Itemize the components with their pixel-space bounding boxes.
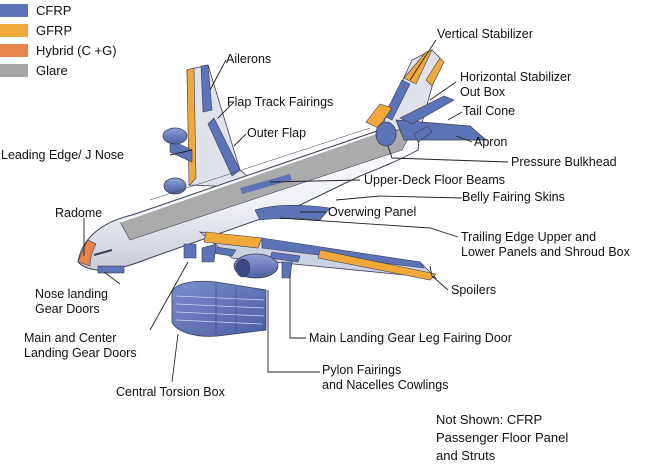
- legend-label: Glare: [36, 62, 68, 78]
- label-belly-fairing-skins: Belly Fairing Skins: [462, 190, 565, 204]
- label-spoilers: Spoilers: [451, 283, 497, 297]
- label-outer-flap: Outer Flap: [247, 126, 307, 140]
- tail: [365, 49, 488, 147]
- legend: CFRP GFRP Hybrid (C +G) Glare: [0, 0, 117, 80]
- leader-lines: [83, 39, 509, 383]
- label-line: Lower Panels and Shroud Box: [461, 245, 630, 259]
- label-line: Main and Center: [24, 331, 117, 345]
- label-pylon-fairings-nacelles: Pylon Fairings and Nacelles Cowlings: [322, 363, 448, 393]
- label-line: Out Box: [460, 85, 506, 99]
- label-line: Gear Doors: [35, 302, 100, 316]
- note-line: and Struts: [436, 448, 496, 463]
- label-vertical-stabilizer: Vertical Stabilizer: [437, 27, 533, 41]
- legend-item-gfrp: GFRP: [0, 20, 117, 40]
- label-upper-deck-floor-beams: Upper-Deck Floor Beams: [364, 173, 506, 187]
- legend-item-glare: Glare: [0, 60, 117, 80]
- legend-item-cfrp: CFRP: [0, 0, 117, 20]
- label-trailing-edge: Trailing Edge Upper and Lower Panels and…: [461, 230, 630, 260]
- label-nose-landing-gear-doors: Nose landing Gear Doors: [35, 287, 108, 317]
- legend-swatch-cfrp: [0, 3, 28, 17]
- far-wing: [162, 64, 264, 195]
- not-shown-note: Not Shown: CFRP Passenger Floor Panel an…: [436, 411, 568, 465]
- label-line: Landing Gear Doors: [24, 346, 137, 360]
- label-main-center-landing-gear-doors: Main and Center Landing Gear Doors: [24, 331, 137, 361]
- label-line: and Nacelles Cowlings: [322, 378, 449, 392]
- legend-label: GFRP: [36, 22, 73, 38]
- label-pressure-bulkhead: Pressure Bulkhead: [511, 155, 617, 169]
- legend-item-hybrid: Hybrid (C +G): [0, 40, 117, 60]
- label-overwing-panel: Overwing Panel: [328, 205, 417, 219]
- near-wing: [183, 231, 438, 281]
- note-line: Not Shown: CFRP: [436, 412, 543, 427]
- label-central-torsion-box: Central Torsion Box: [116, 385, 225, 399]
- label-radome: Radome: [55, 206, 103, 220]
- legend-swatch-glare: [0, 63, 28, 77]
- label-leading-edge: Leading Edge/ J Nose: [1, 148, 125, 162]
- label-flap-track-fairings: Flap Track Fairings: [227, 95, 334, 109]
- legend-label: CFRP: [36, 2, 72, 18]
- label-ailerons: Ailerons: [226, 52, 272, 66]
- central-torsion-box: [171, 280, 267, 337]
- label-line: Nose landing: [35, 287, 108, 301]
- label-line: Pylon Fairings: [322, 363, 402, 377]
- legend-swatch-gfrp: [0, 23, 28, 37]
- label-horizontal-stabilizer: Horizontal Stabilizer Out Box: [460, 70, 571, 100]
- note-line: Passenger Floor Panel: [436, 430, 569, 445]
- label-line: Horizontal Stabilizer: [460, 70, 572, 84]
- label-apron: Apron: [474, 135, 508, 149]
- fuselage: [77, 125, 421, 274]
- label-line: Trailing Edge Upper and: [461, 230, 597, 244]
- label-tail-cone: Tail Cone: [463, 104, 516, 118]
- legend-swatch-hybrid: [0, 43, 28, 57]
- legend-label: Hybrid (C +G): [36, 42, 117, 58]
- label-main-landing-gear-leg-fairing-door: Main Landing Gear Leg Fairing Door: [309, 331, 512, 345]
